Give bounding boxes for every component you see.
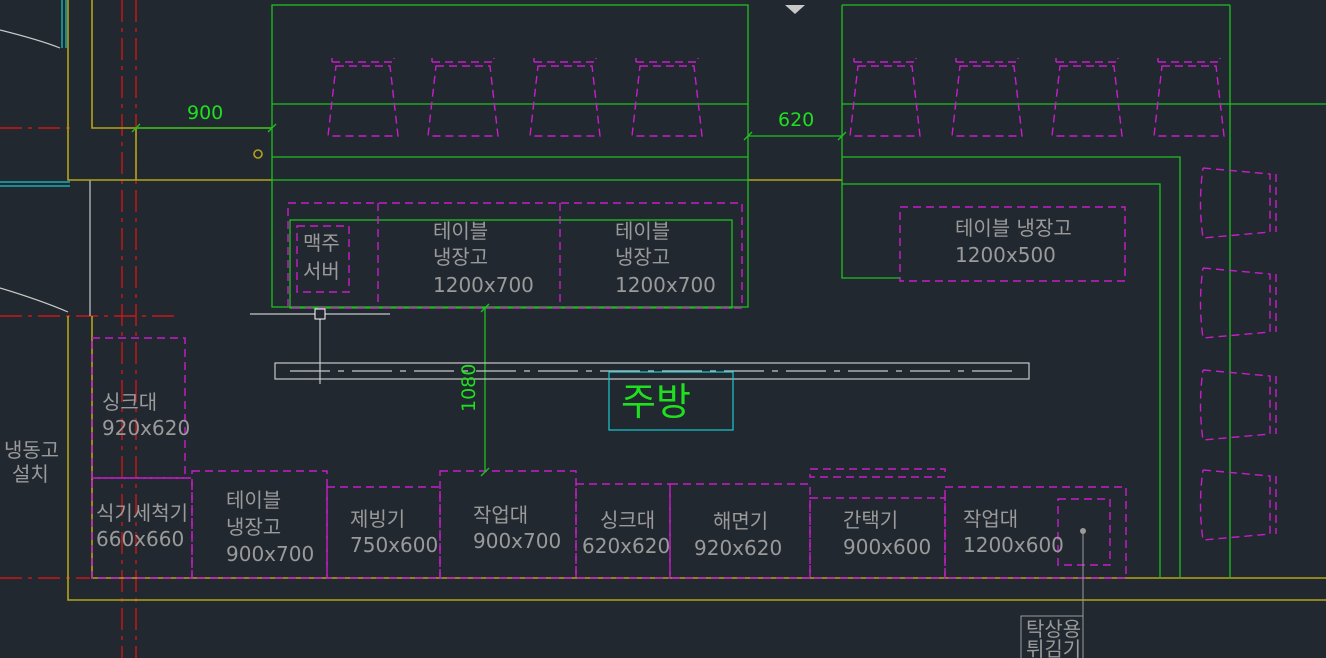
cyan-window xyxy=(0,0,91,316)
chair xyxy=(427,58,499,137)
label-size: 900x600 xyxy=(843,535,931,559)
chair xyxy=(1199,469,1277,541)
label: 제빙기 xyxy=(350,507,405,531)
note-freezer: 냉동고 xyxy=(4,438,59,462)
label: 테이블 xyxy=(615,219,670,243)
chair xyxy=(951,58,1023,137)
label-size: 1200x500 xyxy=(955,243,1056,267)
red-centerlines xyxy=(0,0,180,658)
label-size: 900x700 xyxy=(226,542,314,566)
dim-1080: 1080 xyxy=(458,364,480,412)
chair xyxy=(849,58,921,137)
chair xyxy=(1199,167,1277,239)
label: 싱크대 xyxy=(102,390,157,414)
label: 식기세척기 xyxy=(96,501,188,525)
label-beer: 맥주 xyxy=(303,231,340,255)
equipment-outlines xyxy=(91,202,1127,658)
label: 작업대 xyxy=(963,507,1018,531)
label-size: 1200x600 xyxy=(963,533,1064,557)
label: 싱크대 xyxy=(600,508,655,532)
label-size: 620x620 xyxy=(582,534,670,558)
chair xyxy=(529,58,601,137)
label-size: 1200x700 xyxy=(433,273,534,297)
label-size: 1200x700 xyxy=(615,273,716,297)
label: 냉장고 xyxy=(226,515,281,539)
label: 테이블 xyxy=(433,219,488,243)
label: 작업대 xyxy=(473,503,528,527)
label: 냉장고 xyxy=(615,245,670,269)
label-size: 900x700 xyxy=(473,529,561,553)
label-size: 660x660 xyxy=(96,527,184,551)
chairs xyxy=(327,58,1277,541)
note-fryer: 탁상용 xyxy=(1026,617,1081,641)
centerline-hood xyxy=(274,362,1030,380)
chair xyxy=(1051,58,1123,137)
chair xyxy=(631,58,703,137)
label: 간택기 xyxy=(843,508,898,532)
dimension-lines xyxy=(131,123,847,477)
note-install: 설치 xyxy=(12,462,49,486)
label: 테이블 냉장고 xyxy=(955,216,1072,240)
label-beer-server: 서버 xyxy=(303,259,340,283)
counters xyxy=(271,4,1326,578)
viewcube-marker[interactable] xyxy=(785,5,805,14)
label-size: 750x600 xyxy=(350,533,438,557)
chair xyxy=(1199,369,1277,441)
label: 해면기 xyxy=(713,509,768,533)
crosshair-cursor xyxy=(250,308,390,384)
label-size: 920x620 xyxy=(102,416,190,440)
label: 테이블 xyxy=(226,488,281,512)
label-size: 920x620 xyxy=(694,536,782,560)
dim-900: 900 xyxy=(187,102,223,124)
room-label-box xyxy=(608,371,734,431)
label: 냉장고 xyxy=(433,245,488,269)
note-fryer-2: 튀김기 xyxy=(1026,637,1081,658)
chair xyxy=(1153,58,1225,137)
dim-620: 620 xyxy=(778,109,814,131)
chair xyxy=(327,58,399,137)
chair xyxy=(1199,267,1277,339)
room-label: 주방 xyxy=(621,380,691,424)
